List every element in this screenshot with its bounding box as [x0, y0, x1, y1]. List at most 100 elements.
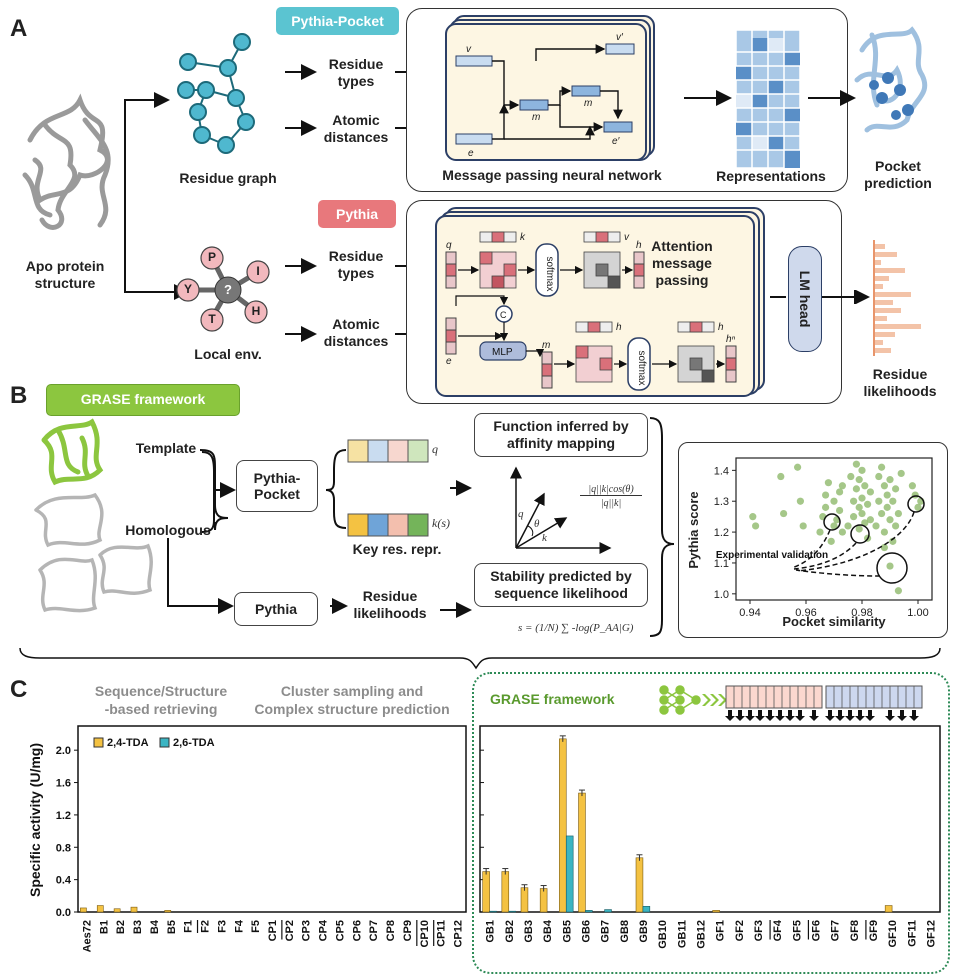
scatter-point	[886, 476, 894, 484]
pocket-prediction-image	[854, 26, 928, 133]
scatter-ytick-label: 1.2	[714, 527, 729, 539]
attn-var-h3: h	[718, 322, 724, 333]
scatter-point	[880, 543, 888, 552]
residue-likelihoods-label-b: Residue likelihoods	[353, 588, 427, 621]
bar-26tda	[565, 835, 574, 913]
scatter-point	[836, 506, 844, 515]
bar-24tda	[130, 906, 138, 913]
legend-swatch-24tda	[93, 737, 104, 748]
bar-category-label: F1	[183, 920, 195, 933]
bar-category-label: CP9	[402, 920, 414, 941]
scatter-point	[880, 528, 888, 536]
attn-var-m: m	[542, 340, 550, 351]
scatter-point	[886, 516, 894, 524]
scatter-xtick-label: 1.00	[907, 607, 928, 619]
scatter-point	[866, 516, 874, 524]
scatter-xlabel: Pocket similarity	[782, 614, 886, 629]
scatter-point	[827, 537, 835, 545]
bar-24tda	[559, 738, 567, 913]
mpnn-var-e: e	[468, 148, 474, 159]
scatter-point	[861, 519, 869, 527]
bar-category-label: CP5	[334, 920, 346, 941]
bar-24tda	[539, 888, 548, 913]
neural-network-icon	[659, 685, 701, 715]
attn-softmax-1: softmax	[544, 256, 555, 291]
attn-concat-c: C	[500, 310, 507, 320]
panel-letter-c: C	[10, 676, 28, 703]
mpnn-diagram: v v′ m m e e′	[445, 15, 655, 161]
bar-category-label: CP11	[436, 920, 448, 947]
env-node-i: I	[256, 264, 260, 278]
bar-category-label: GB12	[695, 920, 707, 949]
bar-ytick-label: 0.8	[56, 842, 71, 854]
bar-category-label: B4	[149, 919, 161, 934]
bar-ytick-label: 1.2	[56, 810, 71, 822]
cos-formula-numerator: |q||k|cos(θ)	[580, 484, 642, 496]
experimental-validation-label: Experimental validation	[716, 550, 828, 561]
bar-category-label: GB6	[580, 920, 592, 943]
bar-category-label: GF3	[753, 920, 765, 941]
bar-category-label: GB10	[657, 920, 669, 949]
bar-26tda	[642, 906, 651, 913]
bar-category-label: GB3	[523, 920, 535, 943]
bar-category-label: F2	[200, 920, 212, 933]
panel-letter-a: A	[10, 15, 28, 42]
representations-grid	[736, 30, 800, 168]
selection-arrows-icon	[725, 710, 919, 721]
bar-category-label: GF8	[849, 920, 861, 941]
scatter-point	[855, 525, 863, 533]
s-formula: s = (1/N) ∑ -log(P_AA|G)	[518, 622, 634, 634]
mpnn-var-v-prime: v′	[616, 32, 624, 43]
pythia-pocket-box: Pythia- Pocket	[236, 460, 318, 512]
atomic-distances-label-a1: Atomic distances	[323, 112, 389, 145]
vec-label-k: k	[542, 532, 547, 544]
attn-var-v: v	[624, 232, 630, 243]
scatter-point	[858, 494, 866, 502]
attn-var-k: k	[520, 232, 526, 243]
scatter-point	[892, 522, 900, 530]
scatter-point	[894, 509, 902, 518]
bar-category-label: CP1	[267, 920, 279, 941]
scatter-point	[878, 463, 886, 471]
scatter-point	[794, 463, 802, 471]
representations-label: Representations	[716, 168, 826, 184]
residue-likelihoods-label: Residue likelihoods	[863, 366, 937, 399]
residue-types-label-a1: Residue types	[328, 56, 384, 89]
bar-category-label: GB2	[504, 920, 516, 943]
bar-category-label: GF1	[715, 920, 727, 941]
bar-category-label: CP4	[318, 919, 330, 941]
scatter-point	[777, 472, 785, 481]
chevrons-icon	[702, 694, 727, 706]
scatter-point	[850, 497, 858, 505]
bar-category-label: GF10	[887, 920, 899, 948]
bar-category-label: GF6	[810, 920, 822, 941]
attn-var-h1: h	[636, 240, 642, 251]
bar-category-label: GB9	[638, 920, 650, 943]
bar-24tda	[96, 905, 104, 913]
bar-category-label: B2	[115, 920, 127, 934]
scatter-ylabel: Pythia score	[686, 491, 701, 568]
repr-arrows	[684, 90, 856, 106]
legend-label-24tda: 2,4-TDA	[107, 737, 149, 749]
attn-softmax-2: softmax	[636, 350, 647, 385]
scatter-point	[914, 503, 922, 511]
bar-ylabel: Specific activity (U/mg)	[27, 743, 43, 897]
bar-24tda	[884, 905, 893, 913]
bar-category-label: CP6	[351, 920, 363, 941]
scatter-point	[850, 513, 858, 521]
scatter-ytick-label: 1.0	[714, 589, 729, 601]
scatter-point	[858, 466, 866, 474]
atomic-distances-label-a2: Atomic distances	[323, 316, 389, 349]
key-res-repr-label: Key res. repr.	[352, 541, 442, 557]
bar-24tda	[635, 857, 644, 913]
bar-category-label: GB5	[561, 920, 573, 943]
bar-category-label: CP7	[368, 920, 380, 941]
residue-graph-icon	[177, 33, 255, 154]
bar-24tda	[501, 871, 510, 913]
grase-framework-tag: GRASE framework	[46, 384, 240, 416]
grase-results-frame	[472, 672, 950, 974]
scatter-point	[894, 587, 902, 595]
scatter-ytick-label: 1.1	[714, 558, 729, 570]
scatter-ytick-label: 1.4	[714, 465, 729, 477]
